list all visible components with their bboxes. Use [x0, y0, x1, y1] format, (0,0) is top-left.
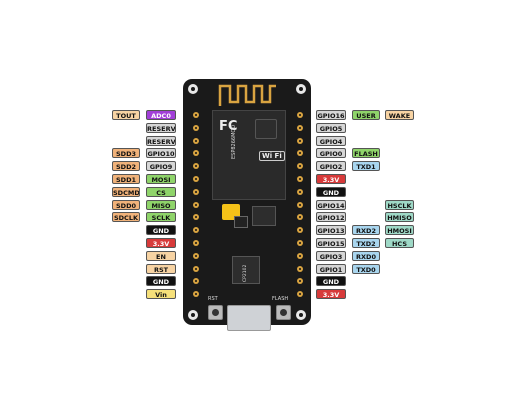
right-pin-label: GPIO14	[316, 200, 346, 210]
right-pin-function: RXD2	[352, 225, 380, 235]
left-pin-function: SDD0	[112, 200, 140, 210]
antenna-trace	[218, 84, 276, 106]
right-pin-function: TXD2	[352, 238, 380, 248]
right-pin-label: GPIO0	[316, 148, 346, 158]
right-header-pin	[297, 278, 303, 284]
right-pin-label: GPIO15	[316, 238, 346, 248]
left-header-pin	[193, 138, 199, 144]
right-pin-function: USER	[352, 110, 380, 120]
left-pin-label: CS	[146, 187, 176, 197]
left-pin-function: SDD3	[112, 148, 140, 158]
left-header-pin	[193, 291, 199, 297]
flash-button[interactable]	[276, 305, 291, 320]
left-pin-function: SDCMD	[112, 187, 140, 197]
left-pin-function: TOUT	[112, 110, 140, 120]
right-pin-alt-function: WAKE	[385, 110, 414, 120]
left-header-pin	[193, 227, 199, 233]
left-header-pin	[193, 150, 199, 156]
wifi-logo: Wi Fi	[259, 151, 285, 161]
left-header-pin	[193, 240, 199, 246]
left-pin-label: MOSI	[146, 174, 176, 184]
ams-regulator	[252, 206, 276, 226]
left-pin-label: Vin	[146, 289, 176, 299]
right-pin-function: TXD0	[352, 264, 380, 274]
left-header-pin	[193, 266, 199, 272]
rst-button[interactable]	[208, 305, 223, 320]
flash-label: FLASH	[272, 296, 289, 302]
right-header-pin	[297, 189, 303, 195]
right-pin-alt-function: HCS	[385, 238, 414, 248]
right-header-pin	[297, 125, 303, 131]
mount-hole-bottom-left	[188, 310, 198, 320]
right-header-pin	[297, 138, 303, 144]
right-pin-label: GPIO4	[316, 136, 346, 146]
left-pin-label: SCLK	[146, 212, 176, 222]
mount-hole-top-right	[296, 84, 306, 94]
right-pin-label: GPIO5	[316, 123, 346, 133]
right-pin-label: 3.3V	[316, 174, 346, 184]
left-pin-label: GND	[146, 276, 176, 286]
esp8266-module: FC Wi Fi ESP8266MOD	[212, 110, 286, 200]
left-pin-label: EN	[146, 251, 176, 261]
right-pin-label: GND	[316, 276, 346, 286]
left-header-pin	[193, 253, 199, 259]
right-header-pin	[297, 150, 303, 156]
left-pin-label: MISO	[146, 200, 176, 210]
right-pin-function: FLASH	[352, 148, 380, 158]
module-shield-chip	[255, 119, 277, 139]
left-header-pin	[193, 163, 199, 169]
right-header-pin	[297, 112, 303, 118]
right-pin-alt-function: HMISO	[385, 212, 414, 222]
right-pin-label: GPIO13	[316, 225, 346, 235]
left-pin-label: RESERVED	[146, 136, 176, 146]
usb-uart-chip: CP2102	[232, 256, 260, 284]
left-pin-label: GPIO10	[146, 148, 176, 158]
left-pin-label: 3.3V	[146, 238, 176, 248]
right-header-pin	[297, 253, 303, 259]
mount-hole-top-left	[188, 84, 198, 94]
right-pin-label: GPIO2	[316, 161, 346, 171]
left-pin-label: RST	[146, 264, 176, 274]
right-header-pin	[297, 176, 303, 182]
right-pin-label: GPIO1	[316, 264, 346, 274]
left-header-pin	[193, 202, 199, 208]
mount-hole-bottom-right	[296, 310, 306, 320]
right-pin-label: GPIO16	[316, 110, 346, 120]
left-header-pin	[193, 112, 199, 118]
left-pin-function: SDD1	[112, 174, 140, 184]
right-pin-label: GND	[316, 187, 346, 197]
right-header-pin	[297, 240, 303, 246]
left-pin-function: SDD2	[112, 161, 140, 171]
right-header-pin	[297, 202, 303, 208]
right-pin-label: GPIO3	[316, 251, 346, 261]
regulator	[234, 216, 248, 228]
left-pin-label: GPIO9	[146, 161, 176, 171]
right-header-pin	[297, 214, 303, 220]
right-pin-label: 3.3V	[316, 289, 346, 299]
left-header-pin	[193, 125, 199, 131]
right-pin-alt-function: HMOSI	[385, 225, 414, 235]
micro-usb-port[interactable]	[227, 305, 271, 331]
left-header-pin	[193, 214, 199, 220]
left-header-pin	[193, 189, 199, 195]
right-pin-alt-function: HSCLK	[385, 200, 414, 210]
right-header-pin	[297, 266, 303, 272]
rst-label: RST	[208, 296, 218, 302]
left-pin-label: ADC0	[146, 110, 176, 120]
left-header-pin	[193, 176, 199, 182]
right-pin-function: RXD0	[352, 251, 380, 261]
chip-label: CP2102	[243, 264, 248, 282]
right-pin-function: TXD1	[352, 161, 380, 171]
left-pin-label: GND	[146, 225, 176, 235]
module-text: ESP8266MOD	[231, 124, 237, 159]
fc-logo: FC	[219, 119, 238, 134]
right-header-pin	[297, 291, 303, 297]
right-header-pin	[297, 163, 303, 169]
right-header-pin	[297, 227, 303, 233]
left-header-pin	[193, 278, 199, 284]
left-pin-label: RESERVED	[146, 123, 176, 133]
right-pin-label: GPIO12	[316, 212, 346, 222]
left-pin-function: SDCLK	[112, 212, 140, 222]
